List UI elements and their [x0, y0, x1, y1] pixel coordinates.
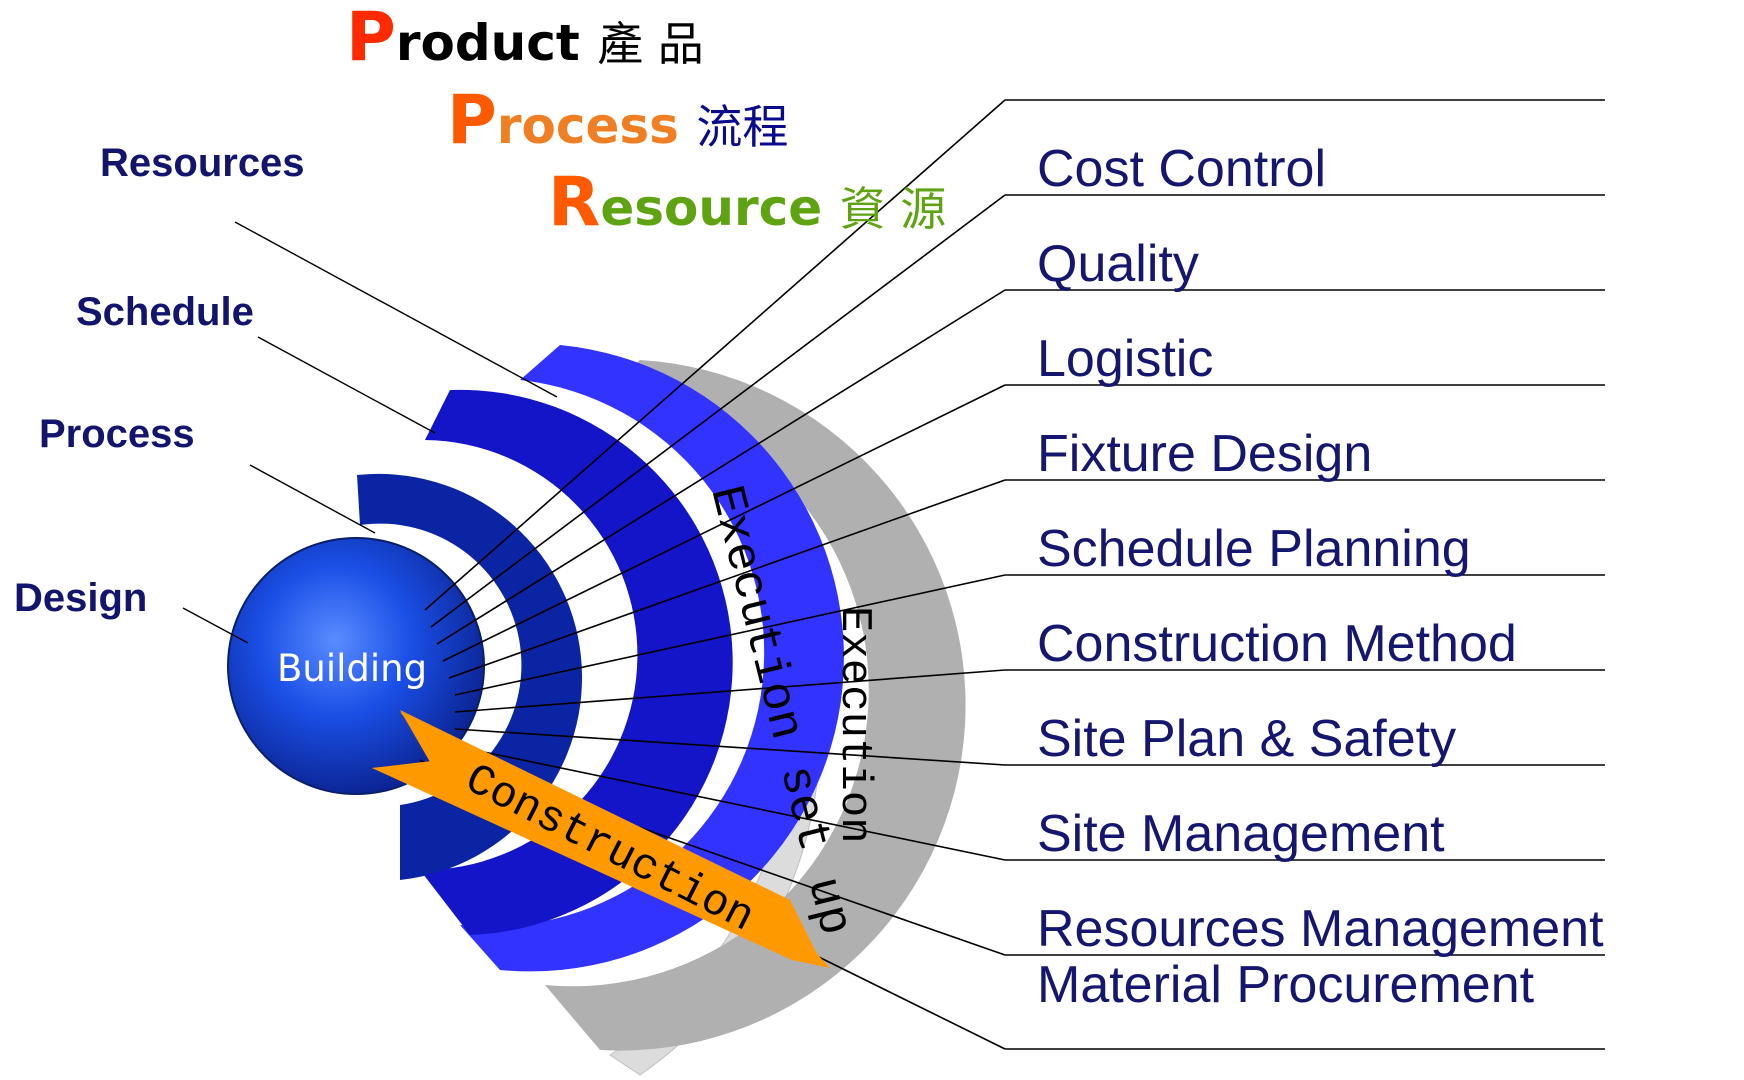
ppr-cjk: 資 源: [840, 182, 947, 236]
fan-line-4: [448, 479, 1006, 679]
left-label-resources: Resources: [100, 141, 305, 185]
ring-schedule: [420, 389, 733, 935]
right-label-0: Cost Control: [1037, 140, 1326, 198]
ppr-initial: R: [548, 163, 600, 242]
right-label-4: Schedule Planning: [1037, 520, 1471, 578]
right-label-2: Logistic: [1037, 330, 1213, 388]
band-label-execution: Execution: [829, 606, 879, 844]
ppr-word: esource: [600, 179, 839, 237]
leader-design: [182, 607, 249, 644]
ppr-line-2: Resource 資 源: [548, 163, 946, 242]
fan-line-0: [424, 99, 1006, 611]
ppr-line-0: Product 產 品: [346, 0, 704, 77]
right-label-8: Resources Management: [1037, 900, 1604, 958]
fan-line-3: [442, 384, 1006, 662]
band-execution-setup: [545, 360, 966, 1051]
leader-schedule: [257, 336, 436, 434]
fan-line-8: [454, 745, 1006, 861]
left-label-process: Process: [39, 412, 195, 456]
fan-line-2: [436, 289, 1006, 645]
ppr-word: rocess: [497, 97, 697, 155]
right-label-9: Material Procurement: [1037, 956, 1535, 1014]
ppr-word: roduct: [396, 14, 597, 72]
right-label-7: Site Management: [1037, 805, 1445, 863]
left-label-design: Design: [14, 576, 147, 620]
right-label-3: Fixture Design: [1037, 425, 1372, 483]
right-label-6: Site Plan & Safety: [1037, 710, 1456, 768]
ppr-initial: P: [346, 0, 396, 77]
ppr-line-1: Process 流程: [447, 81, 788, 160]
left-label-schedule: Schedule: [76, 290, 254, 334]
building-label: Building: [277, 647, 427, 690]
fan-line-7: [454, 728, 1006, 766]
ppr-cjk: 流程: [696, 100, 788, 154]
ring-resources: [460, 345, 844, 972]
right-label-5: Construction Method: [1037, 615, 1517, 673]
fan-line-1: [430, 194, 1006, 628]
ppr-initial: P: [447, 81, 497, 160]
ppr-cjk: 產 品: [597, 17, 704, 71]
leader-process: [249, 464, 376, 534]
leader-resources: [234, 221, 558, 398]
right-label-1: Quality: [1037, 235, 1199, 293]
fan-line-5: [454, 574, 1006, 696]
construction-arrow-body: [372, 710, 820, 960]
fan-line-6: [454, 669, 1006, 713]
